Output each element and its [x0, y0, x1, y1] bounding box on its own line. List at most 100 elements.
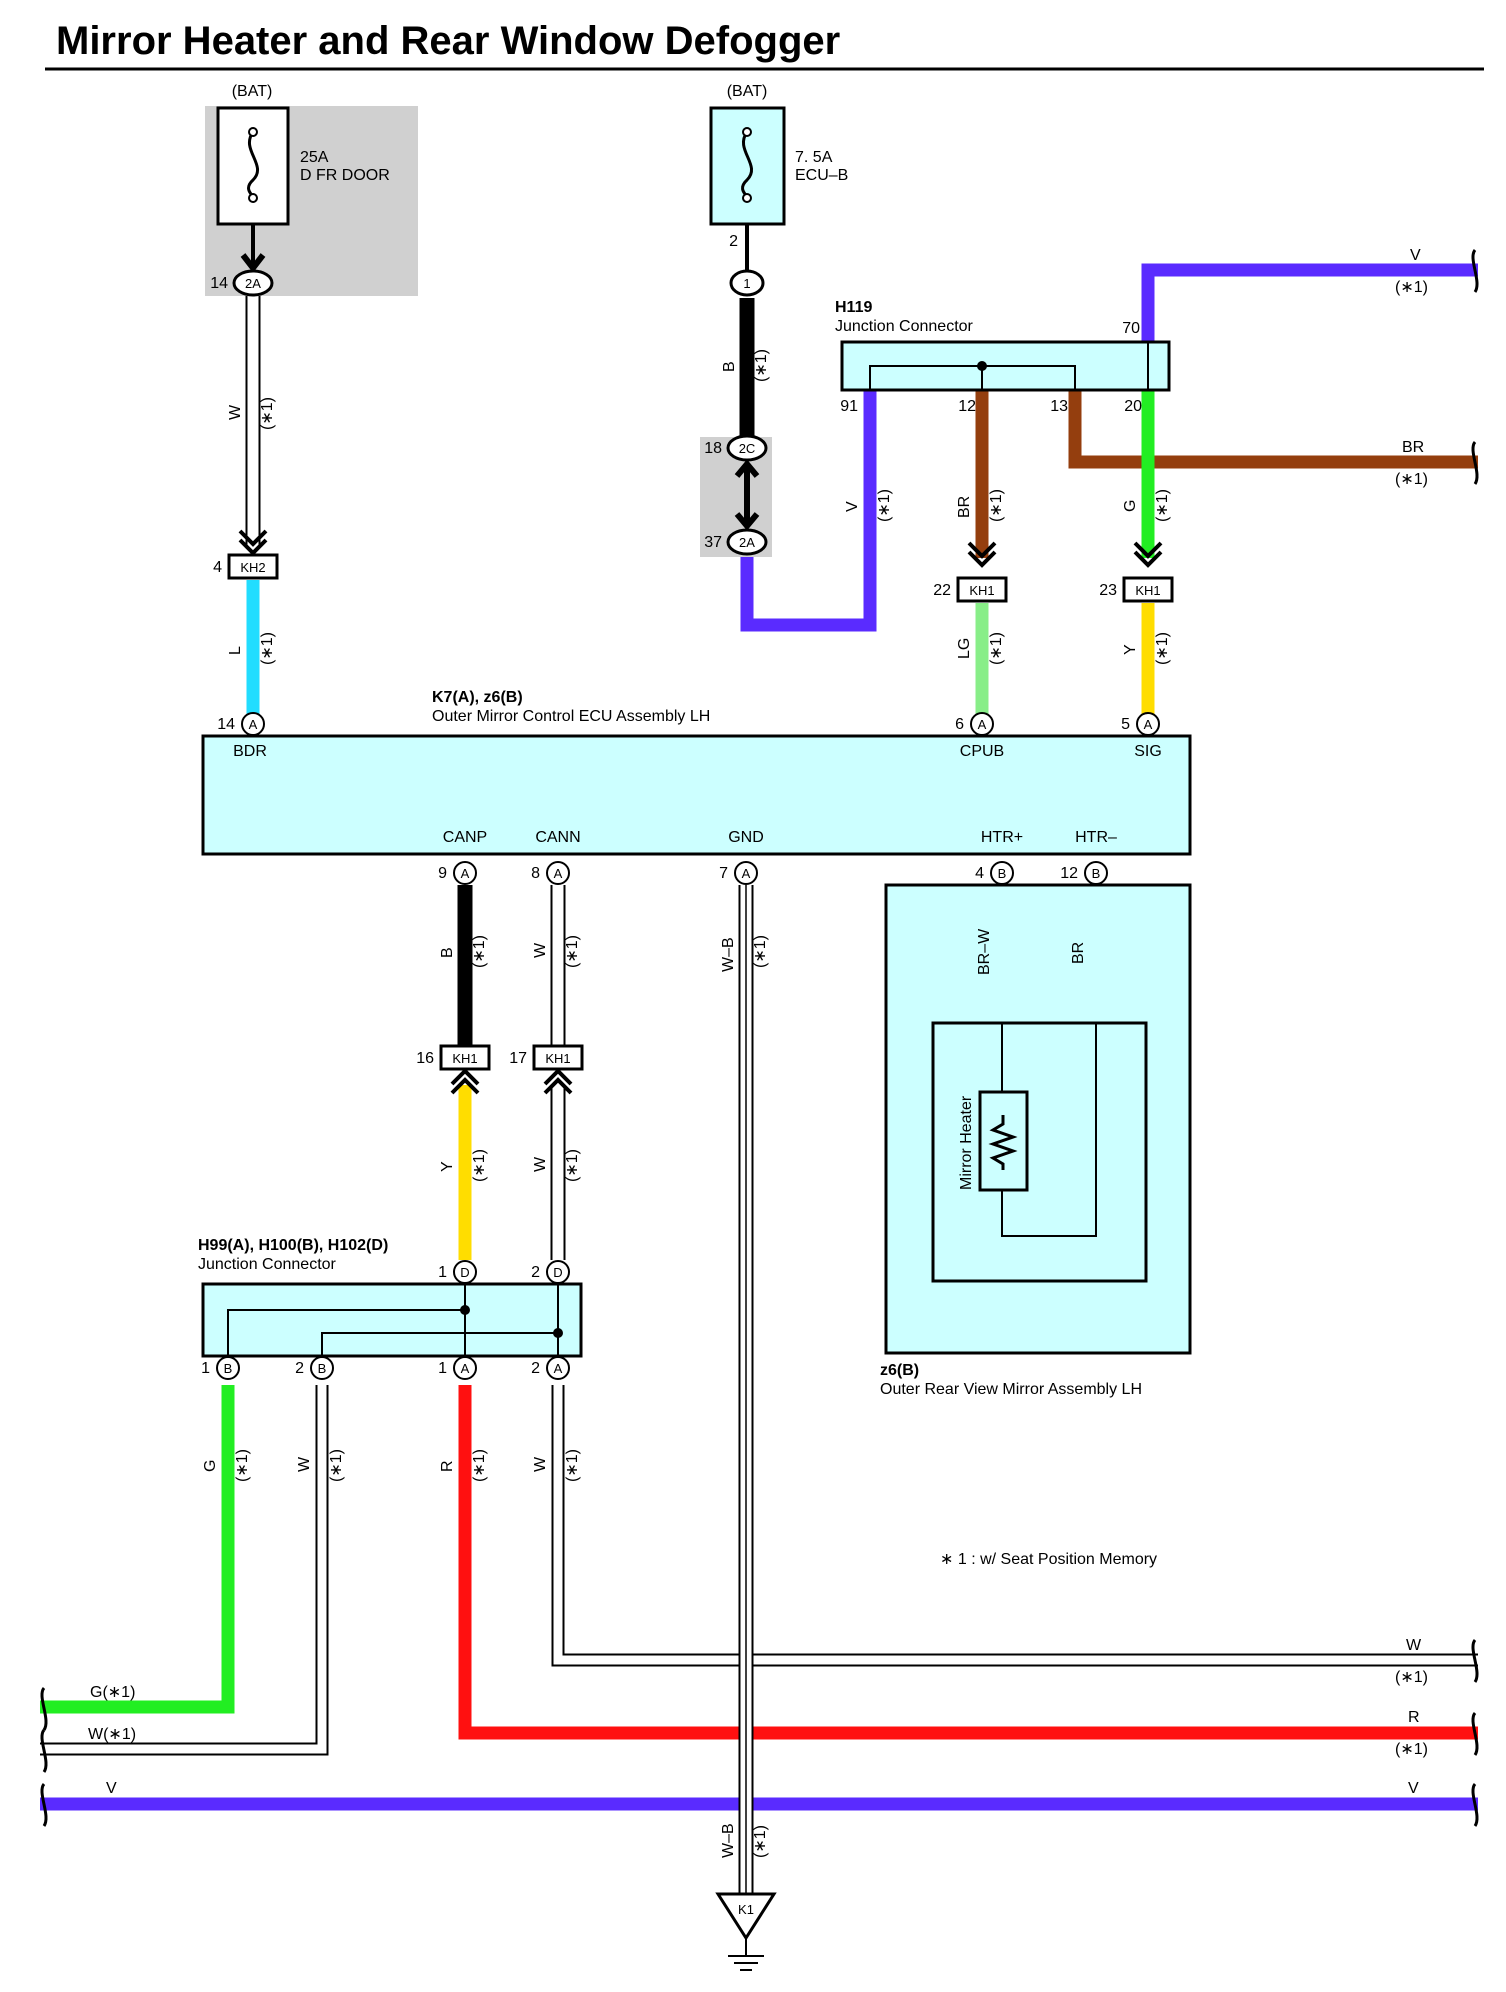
- edge-label: V: [1410, 247, 1421, 264]
- connector-2a-lower: [726, 528, 768, 556]
- edge-note: (∗1): [1395, 471, 1428, 488]
- svg-text:A: A: [554, 866, 563, 881]
- svg-text:2: 2: [531, 1360, 540, 1377]
- ecu-id: K7(A), z6(B): [432, 689, 523, 706]
- fuse-rating-1: 25A: [300, 149, 329, 166]
- jc-h99-name: Junction Connector: [198, 1256, 337, 1273]
- svg-text:B: B: [439, 947, 456, 958]
- wire-v-2a-to-h119: [740, 390, 877, 632]
- page-title: Mirror Heater and Rear Window Defogger: [56, 19, 840, 63]
- svg-text:17: 17: [509, 1050, 527, 1067]
- svg-text:2: 2: [531, 1264, 540, 1281]
- svg-text:23: 23: [1099, 582, 1117, 599]
- edge-note: (∗1): [1395, 279, 1428, 296]
- ecu-pin-canp: CANP A 9: [438, 829, 487, 885]
- svg-text:22: 22: [933, 582, 951, 599]
- svg-text:(∗1): (∗1): [1154, 489, 1171, 522]
- svg-text:KH1: KH1: [969, 583, 994, 598]
- arrow-up-icon: [734, 459, 760, 478]
- ecu-pin-cpub: A 6 CPUB: [955, 712, 1004, 760]
- svg-text:A: A: [461, 866, 470, 881]
- edge-label: W(∗1): [88, 1726, 136, 1743]
- arrow-down-icon: [967, 541, 997, 568]
- svg-text:2A: 2A: [739, 535, 755, 550]
- svg-text:BR: BR: [1070, 942, 1087, 964]
- wire-v-h119-to-right: [1141, 263, 1478, 342]
- svg-text:W: W: [532, 1156, 549, 1172]
- jc-h99-id: H99(A), H100(B), H102(D): [198, 1237, 388, 1254]
- svg-text:(∗1): (∗1): [564, 1149, 581, 1182]
- svg-text:A: A: [554, 1361, 563, 1376]
- svg-text:KH1: KH1: [1135, 583, 1160, 598]
- svg-text:9: 9: [438, 865, 447, 882]
- svg-text:B: B: [721, 361, 738, 372]
- footnote: ∗ 1 : w/ Seat Position Memory: [940, 1551, 1157, 1568]
- svg-text:BR–W: BR–W: [976, 928, 993, 975]
- svg-text:14: 14: [210, 275, 228, 292]
- fuse-rating-2: 7. 5A: [795, 149, 833, 166]
- fuse-ecu-b: [709, 106, 786, 226]
- svg-text:16: 16: [416, 1050, 434, 1067]
- svg-text:(∗1): (∗1): [259, 397, 276, 430]
- svg-text:2C: 2C: [739, 441, 756, 456]
- jc-pin-b2: B 2: [295, 1356, 334, 1380]
- jc-pin-a2: A 2: [531, 1356, 570, 1380]
- edge-note: (∗1): [1395, 1669, 1428, 1686]
- svg-text:W: W: [532, 1456, 549, 1472]
- svg-text:A: A: [742, 866, 751, 881]
- arrow-up-icon: [450, 1068, 480, 1095]
- svg-text:37: 37: [704, 534, 722, 551]
- svg-text:W: W: [532, 942, 549, 958]
- ecu-pin-htr-minus: HTR– B 12: [1060, 829, 1117, 885]
- mirror-name: Outer Rear View Mirror Assembly LH: [880, 1381, 1142, 1398]
- svg-text:(∗1): (∗1): [1154, 632, 1171, 665]
- wire-w-b2-to-left: [40, 1385, 329, 1756]
- svg-text:12: 12: [958, 398, 976, 415]
- ecu-outer-mirror-control: [201, 734, 1192, 856]
- svg-text:(∗1): (∗1): [564, 935, 581, 968]
- svg-text:(∗1): (∗1): [876, 489, 893, 522]
- svg-text:BR: BR: [956, 496, 973, 518]
- edge-note: (∗1): [1395, 1741, 1428, 1758]
- jc-pin-d2: D 2: [531, 1260, 570, 1284]
- svg-text:HTR–: HTR–: [1075, 829, 1117, 846]
- jc-pin-a1: A 1: [438, 1356, 477, 1380]
- wire-break-marks: [40, 249, 1479, 1827]
- svg-text:70: 70: [1122, 320, 1140, 337]
- svg-text:1: 1: [438, 1264, 447, 1281]
- connector-kh2: [227, 553, 279, 580]
- h119-name: Junction Connector: [835, 318, 974, 335]
- svg-text:CANN: CANN: [535, 829, 580, 846]
- svg-text:(∗1): (∗1): [564, 1449, 581, 1482]
- svg-text:GND: GND: [728, 829, 764, 846]
- svg-text:14: 14: [217, 716, 235, 733]
- svg-text:BDR: BDR: [233, 743, 267, 760]
- svg-text:5: 5: [1121, 716, 1130, 733]
- connector-kh1-23: [1122, 576, 1174, 603]
- svg-text:Y: Y: [439, 1161, 456, 1172]
- svg-text:KH1: KH1: [545, 1051, 570, 1066]
- mirror-heater-label: Mirror Heater: [958, 1095, 975, 1190]
- fuse-source-1: (BAT): [232, 83, 273, 100]
- mirror-heater-frame: [931, 1021, 1148, 1283]
- svg-text:W: W: [296, 1456, 313, 1472]
- svg-text:CPUB: CPUB: [960, 743, 1004, 760]
- svg-text:(∗1): (∗1): [234, 1449, 251, 1482]
- arrow-down-icon: [240, 253, 266, 273]
- wire-w-a2-to-right: [551, 1385, 1478, 1667]
- ecu-pin-cann: CANN A 8: [531, 829, 581, 885]
- svg-text:B: B: [224, 1361, 233, 1376]
- svg-text:Y: Y: [1122, 644, 1139, 655]
- svg-text:(∗1): (∗1): [988, 632, 1005, 665]
- svg-text:6: 6: [955, 716, 964, 733]
- svg-text:A: A: [1144, 717, 1153, 732]
- arrow-down-icon: [238, 529, 268, 556]
- wire-r-a1-to-right: [458, 1385, 1478, 1740]
- svg-text:91: 91: [840, 398, 858, 415]
- arrow-up-icon: [543, 1068, 573, 1095]
- ecu-pin-gnd: GND A 7: [719, 829, 764, 885]
- svg-text:G: G: [1122, 500, 1139, 512]
- edge-label: R: [1408, 1709, 1420, 1726]
- wire-br-h119-to-right: [1068, 390, 1478, 469]
- svg-text:CANP: CANP: [443, 829, 487, 846]
